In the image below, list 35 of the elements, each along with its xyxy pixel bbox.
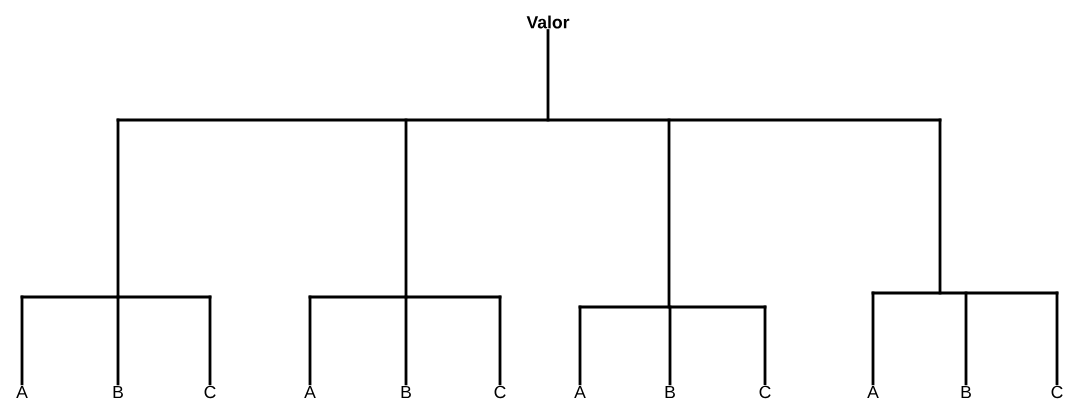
tree-connector [546,29,550,122]
tree-connector [20,295,212,299]
leaf-label: A [867,385,879,399]
tree-connector [871,291,1059,295]
tree-connector [498,295,502,386]
leaf-label: C [204,385,216,399]
tree-connector [308,295,502,299]
tree-connector [404,118,408,299]
leaf-label: C [759,385,771,399]
tree-connector [404,295,408,386]
leaf-label: C [1051,385,1063,399]
leaf-label: A [574,385,586,399]
leaf-label: A [16,385,28,399]
tree-connector [208,295,212,386]
tree-connector [116,118,942,122]
tree-connector [578,305,767,309]
root-label: Valor [526,15,570,29]
tree-connector [1055,291,1059,386]
tree-connector [667,118,671,309]
tree-connector [938,118,942,295]
tree-connector [964,291,968,386]
leaf-label: B [665,385,675,399]
tree-connector [116,295,120,386]
leaf-label: A [304,385,316,399]
leaf-label: C [494,385,506,399]
tree-connector [668,305,672,386]
tree-connector [20,295,24,386]
tree-connector [578,305,582,386]
leaf-label: B [113,385,123,399]
leaf-label: B [401,385,411,399]
leaf-label: B [961,385,971,399]
tree-connector [763,305,767,386]
tree-connector [116,118,120,299]
tree-connector [308,295,312,386]
tree-connector [871,291,875,386]
